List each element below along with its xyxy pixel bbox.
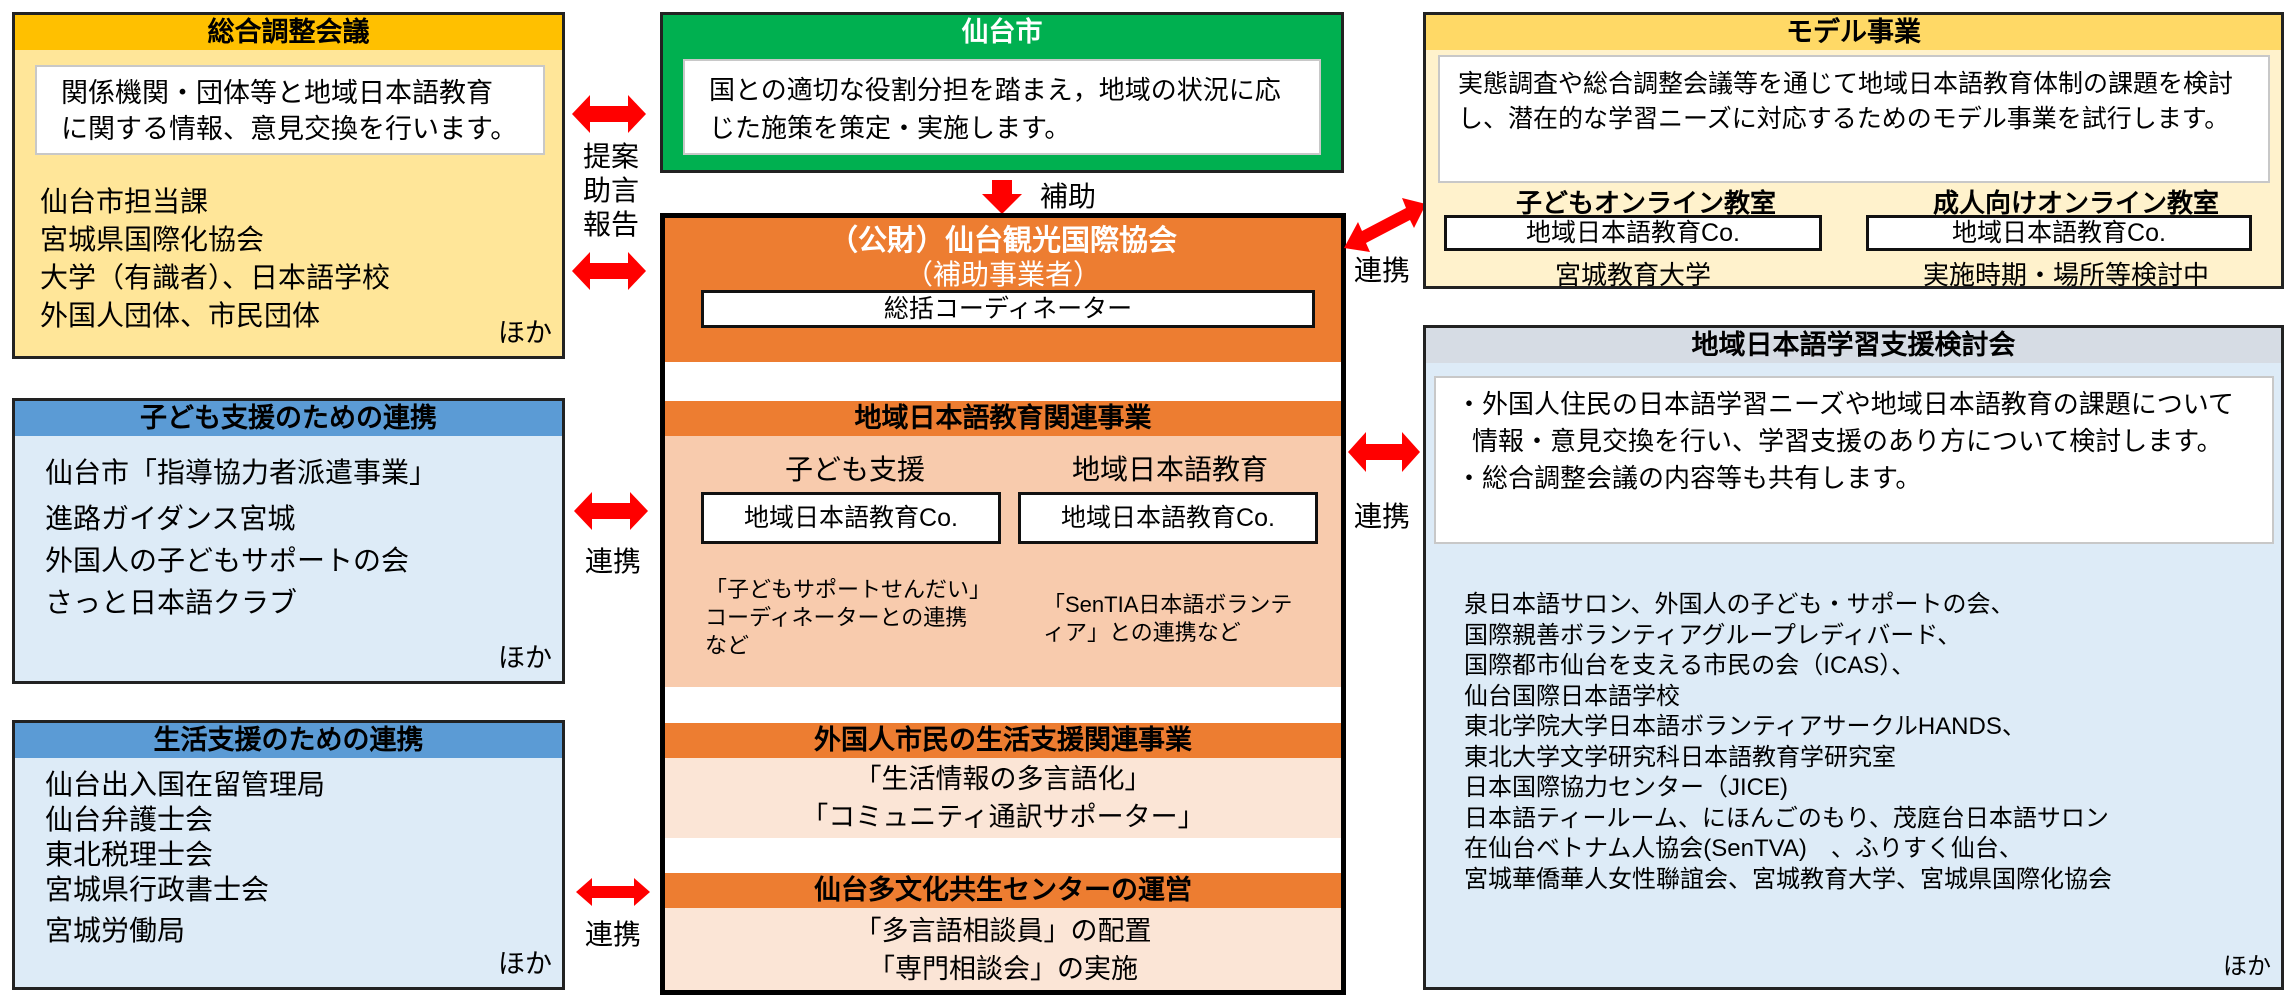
association-box: （公財）仙台観光国際協会 （補助事業者） 総括コーディネーター 地域日本語教育関…	[660, 213, 1346, 995]
adult-schedule: 実施時期・場所等検討中	[1922, 260, 2209, 290]
list-item: 「多言語相談員」の配置	[854, 916, 1152, 946]
advice-text: 助言	[583, 175, 640, 206]
list-item: 「生活情報の多言語化」	[854, 764, 1152, 794]
general-coordinator: 総括コーディネーター	[701, 290, 1315, 328]
coordination-council: 総合調整会議 関係機関・団体等と地域日本語教育に関する情報、意見交換を行います。…	[12, 12, 565, 359]
list-item: 大学（有識者）、日本語学校	[40, 262, 391, 293]
bullet-item: ・外国人住民の日本語学習ニーズや地域日本語教育の課題について情報・意見交換を行い…	[1456, 389, 2234, 456]
regional-coordinator: 地域日本語教育Co.	[1018, 492, 1318, 544]
list-item: 国際親善ボランティアグループレディバード、	[1464, 621, 1962, 649]
report-text: 報告	[583, 209, 640, 240]
study-group-title: 地域日本語学習支援検討会	[1426, 328, 2281, 363]
list-item: 宮城県行政書士会	[45, 874, 270, 905]
kids-provider: 宮城教育大学	[1554, 260, 1711, 290]
list-item: 東北大学文学研究科日本語教育学研究室	[1464, 743, 1896, 771]
association-title: （公財）仙台観光国際協会	[828, 225, 1177, 257]
life-section-title: 外国人市民の生活支援関連事業	[665, 723, 1341, 758]
regional-note: 「SenTIA日本語ボランティア」との連携など	[1043, 592, 1293, 645]
down-arrow-icon	[982, 180, 1022, 214]
link-label: 連携	[1354, 255, 1411, 286]
list-item: 在仙台ベトナム人協会(SenTVA) 、ふりすく仙台、	[1464, 835, 2023, 862]
member-list: 泉日本語サロン、外国人の子ども・サポートの会、 国際親善ボランティアグループレデ…	[1464, 590, 2112, 895]
list-item: 仙台出入国在留管理局	[45, 769, 326, 800]
list-item: 宮城県国際化協会	[40, 224, 265, 255]
others-label: ほか	[498, 318, 552, 348]
list-item: 外国人の子どもサポートの会	[45, 545, 410, 576]
life-support-box: 生活支援のための連携 仙台出入国在留管理局 仙台弁護士会 東北税理士会 宮城県行…	[12, 720, 565, 990]
list-item: 「専門相談会」の実施	[868, 954, 1138, 984]
coordination-council-desc: 関係機関・団体等と地域日本語教育に関する情報、意見交換を行います。	[35, 65, 545, 155]
subsidy-label: 補助	[1040, 181, 1097, 212]
regional-edu-head: 地域日本語教育	[1071, 454, 1268, 485]
list-item: 日本国際協力センター（JICE)	[1464, 774, 1788, 801]
proposal-text: 提案	[583, 141, 640, 172]
double-arrow-icon	[1348, 432, 1420, 472]
bullet-item: ・総合調整会議の内容等も共有します。	[1456, 463, 1922, 493]
others-label: ほか	[498, 949, 552, 979]
child-support-title: 子ども支援のための連携	[15, 401, 562, 436]
list-item: 宮城労働局	[45, 915, 186, 946]
edu-section-title: 地域日本語教育関連事業	[665, 401, 1341, 436]
kids-online-class-head: 子どもオンライン教室	[1515, 188, 1776, 218]
sendai-city-title: 仙台市	[961, 17, 1043, 47]
diagonal-double-arrow-icon	[1344, 198, 1426, 252]
others-label: ほか	[498, 643, 552, 673]
list-item: 国際都市仙台を支える市民の会（ICAS）、	[1464, 652, 1916, 679]
edu-section-body: 子ども支援 地域日本語教育 地域日本語教育Co. 地域日本語教育Co. 「子ども…	[665, 436, 1341, 687]
others-label: ほか	[2223, 953, 2271, 980]
adult-coordinator: 地域日本語教育Co.	[1866, 215, 2252, 251]
list-item: 宮城華僑華人女性聯誼会、宮城教育大学、宮城県国際化協会	[1464, 865, 2112, 893]
child-support-box: 子ども支援のための連携 仙台市「指導協力者派遣事業」 進路ガイダンス宮城 外国人…	[12, 398, 565, 684]
child-coordinator: 地域日本語教育Co.	[701, 492, 1001, 544]
link-label: 連携	[585, 919, 642, 950]
center-section-body: 「多言語相談員」の配置 「専門相談会」の実施	[665, 908, 1341, 990]
association-subtitle: （補助事業者）	[904, 259, 1101, 290]
list-item: 仙台弁護士会	[45, 804, 214, 835]
list-item: 日本語ティールーム、にほんごのもり、茂庭台日本語サロン	[1464, 804, 2109, 832]
coordination-council-title: 総合調整会議	[15, 15, 562, 50]
double-arrow-icon	[574, 492, 648, 530]
child-note: 「子どもサポートせんだい」コーディネーターとの連携など	[705, 577, 981, 658]
list-item: 東北学院大学日本語ボランティアサークルHANDS、	[1464, 713, 2026, 740]
list-item: 「コミュニティ通訳サポーター」	[801, 802, 1205, 832]
model-project-title: モデル事業	[1426, 15, 2281, 50]
list-item: 仙台市「指導協力者派遣事業」	[45, 457, 438, 488]
sendai-city-desc: 国との適切な役割分担を踏まえ，地域の状況に応じた施策を策定・実施します。	[683, 59, 1321, 155]
study-group-box: 地域日本語学習支援検討会 ・外国人住民の日本語学習ニーズや地域日本語教育の課題に…	[1423, 325, 2284, 990]
double-arrow-icon	[576, 878, 650, 906]
list-item: 仙台国際日本語学校	[1464, 682, 1680, 710]
link-label: 連携	[1354, 501, 1411, 532]
list-item: 東北税理士会	[45, 839, 214, 870]
life-section-body: 「生活情報の多言語化」 「コミュニティ通訳サポーター」	[665, 758, 1341, 838]
sendai-city-box: 仙台市 国との適切な役割分担を踏まえ，地域の状況に応じた施策を策定・実施します。	[660, 12, 1344, 173]
list-item: 進路ガイダンス宮城	[45, 503, 296, 534]
list-item: 仙台市担当課	[40, 186, 209, 217]
model-project-box: モデル事業 実態調査や総合調整会議等を通じて地域日本語教育体制の課題を検討し、潜…	[1423, 12, 2284, 290]
list-item: さっと日本語クラブ	[45, 587, 298, 618]
study-group-desc: ・外国人住民の日本語学習ニーズや地域日本語教育の課題について情報・意見交換を行い…	[1434, 376, 2274, 544]
life-support-title: 生活支援のための連携	[15, 723, 562, 758]
list-item: 外国人団体、市民団体	[40, 300, 321, 331]
adult-online-class-head: 成人向けオンライン教室	[1932, 188, 2219, 218]
double-arrow-icon	[572, 252, 646, 290]
association-header: （公財）仙台観光国際協会 （補助事業者） 総括コーディネーター	[665, 218, 1341, 362]
model-project-desc: 実態調査や総合調整会議等を通じて地域日本語教育体制の課題を検討し、潜在的な学習ニ…	[1438, 55, 2270, 183]
child-support-head: 子ども支援	[784, 454, 925, 485]
double-arrow-icon	[572, 95, 646, 133]
proposal-label: 提案 助言 報告	[583, 140, 639, 242]
link-label: 連携	[585, 546, 642, 577]
kids-coordinator: 地域日本語教育Co.	[1444, 215, 1822, 251]
center-section-title: 仙台多文化共生センターの運営	[665, 873, 1341, 908]
list-item: 泉日本語サロン、外国人の子ども・サポートの会、	[1464, 591, 2015, 618]
